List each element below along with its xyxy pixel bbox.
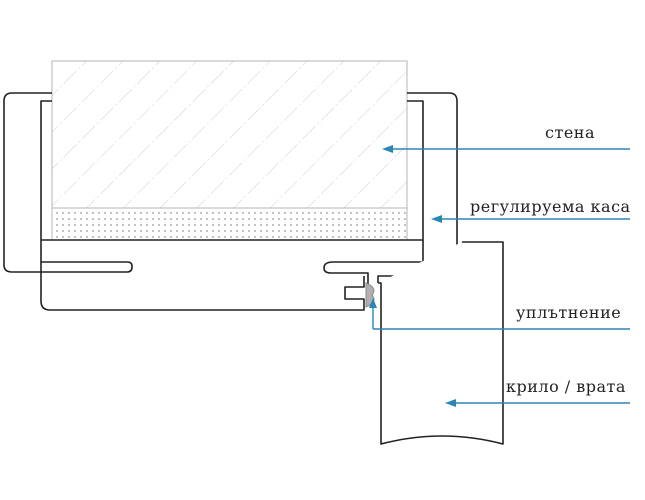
wall-filler-layer <box>51 207 408 241</box>
frame-lower-casing <box>40 262 365 311</box>
arrow-door <box>445 399 456 407</box>
label-seal: уплътнение <box>516 303 621 322</box>
frame-stop-lip <box>323 240 424 285</box>
leader-lines <box>369 145 630 407</box>
wall-body <box>51 60 408 209</box>
arrow-frame <box>431 215 442 223</box>
label-frame: регулируема каса <box>470 197 631 216</box>
label-wall: стена <box>545 123 595 142</box>
label-door: крило / врата <box>506 377 626 396</box>
labels: стена регулируема каса уплътнение крило … <box>470 123 631 396</box>
arrow-seal <box>369 298 377 308</box>
door-leaf <box>378 241 504 445</box>
arrow-wall <box>382 145 393 153</box>
frame-left-profile <box>3 92 133 273</box>
wall <box>51 60 408 241</box>
frame-inner-line <box>41 100 424 241</box>
door-leaf-outline <box>378 241 504 445</box>
